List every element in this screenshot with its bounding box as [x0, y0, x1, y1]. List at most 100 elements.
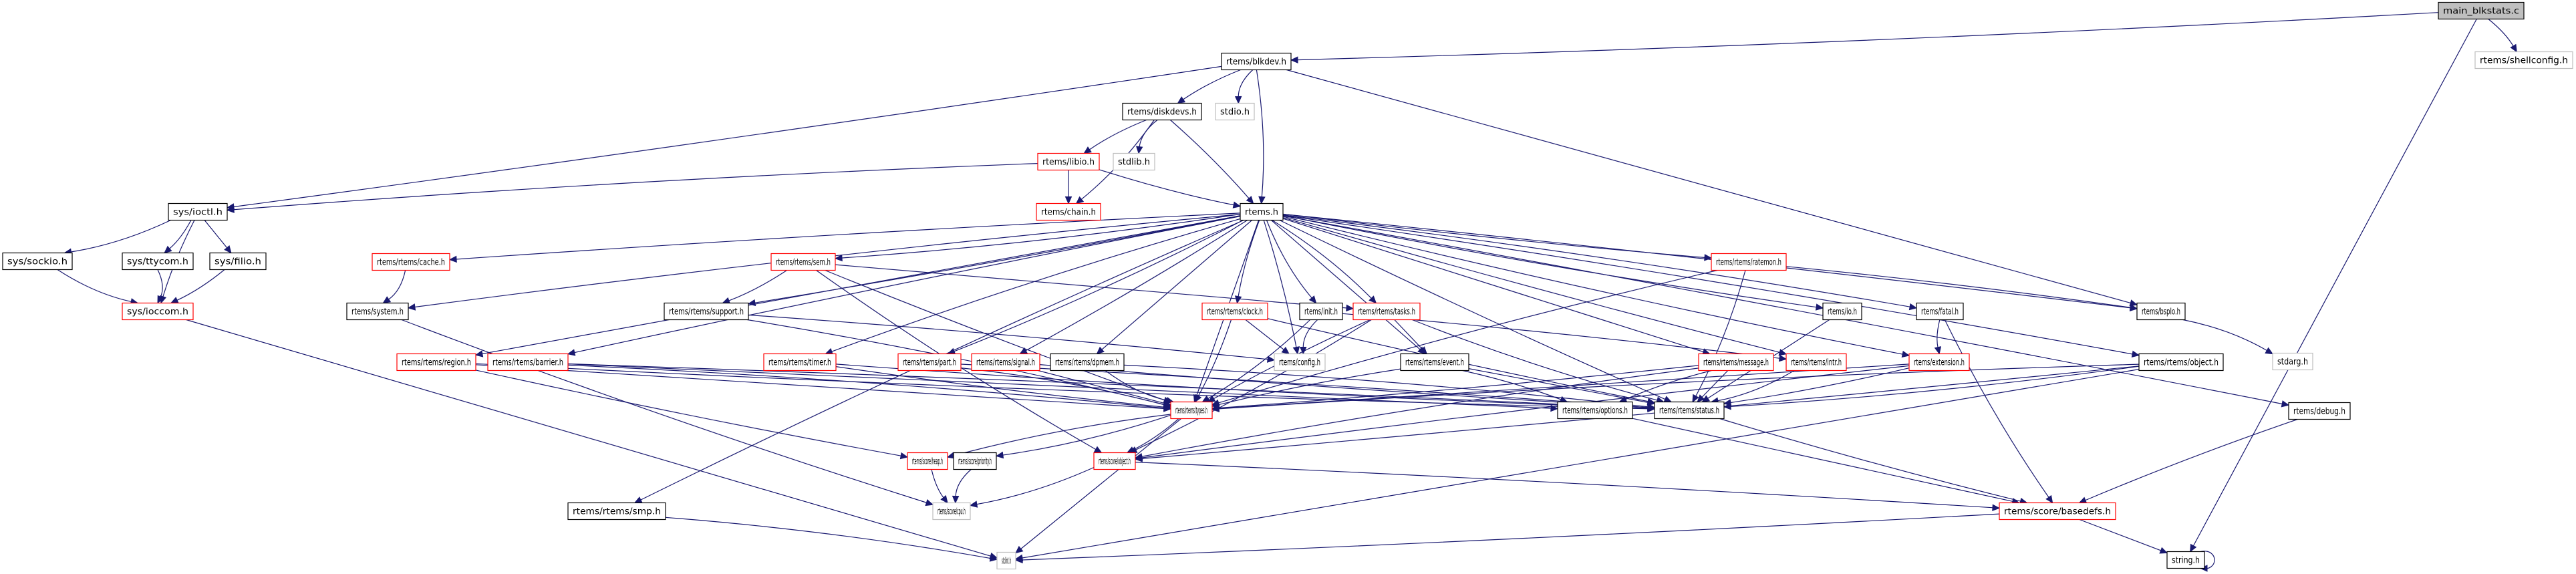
- node-ioctl[interactable]: sys/ioctl.h: [168, 202, 228, 221]
- arrowhead-icon: [474, 350, 484, 357]
- node-box: [1999, 502, 2116, 521]
- node-box: [1557, 401, 1633, 420]
- node-tasks[interactable]: rtems/rtems/tasks.h: [1352, 302, 1421, 321]
- node-barrier[interactable]: rtems/rtems/barrier.h: [487, 353, 569, 372]
- node-debug[interactable]: rtems/debug.h: [2288, 402, 2351, 420]
- edge-clock-to-types: [1194, 319, 1232, 403]
- edge-ioctl-to-ttycom: [164, 220, 192, 254]
- node-extension[interactable]: rtems/extension.h: [1908, 353, 1970, 372]
- arrowhead-icon: [1135, 146, 1143, 154]
- edge-status-to-basedefs: [1719, 418, 2028, 505]
- edge-rtems-to-fatal: [1282, 214, 1918, 311]
- edge-line: [2192, 19, 2477, 547]
- arrowhead-icon: [1083, 146, 1092, 154]
- edge-line: [157, 269, 163, 298]
- node-io[interactable]: rtems/io.h: [1822, 302, 1862, 321]
- node-main-blkstats[interactable]: main_blkstats.c: [2438, 1, 2525, 20]
- node-types[interactable]: rtems/rtems/types.h: [1170, 401, 1213, 420]
- arrowhead-icon: [925, 499, 934, 507]
- node-box: [567, 502, 666, 521]
- node-label: rtems/rtems/barrier.h: [492, 358, 563, 368]
- edge-libio-to-rtems: [1099, 169, 1242, 208]
- node-box: [122, 252, 194, 271]
- node-ttycom[interactable]: sys/ttycom.h: [122, 252, 194, 271]
- edge-line: [1021, 513, 2000, 561]
- node-dpmem[interactable]: rtems/rtems/dpmem.h: [1050, 353, 1125, 372]
- node-libio[interactable]: rtems/libio.h: [1037, 152, 1100, 171]
- node-box: [996, 551, 1016, 570]
- node-options[interactable]: rtems/rtems/options.h: [1557, 401, 1633, 420]
- edge-sockio-to-ioccom: [57, 269, 139, 305]
- edge-line: [748, 314, 1269, 360]
- node-ioccom[interactable]: sys/ioccom.h: [122, 302, 194, 321]
- node-basedefs[interactable]: rtems/score/basedefs.h: [1999, 502, 2116, 521]
- node-region[interactable]: rtems/rtems/region.h: [396, 353, 476, 372]
- edge-ttycom-to-ioccom: [157, 269, 164, 304]
- edge-line: [168, 220, 192, 250]
- edge-cache-to-system: [382, 270, 406, 304]
- node-box: [1201, 302, 1268, 321]
- edge-rtems-to-tasks: [1272, 219, 1377, 304]
- node-string[interactable]: string.h: [2166, 551, 2205, 569]
- node-label: rtems/diskdevs.h: [1127, 108, 1197, 118]
- node-clock[interactable]: rtems/rtems/clock.h: [1201, 302, 1268, 321]
- arrowhead-icon: [1281, 346, 1290, 355]
- node-cache[interactable]: rtems/rtems/cache.h: [372, 253, 450, 271]
- edge-line: [1218, 368, 1401, 406]
- arrowhead-icon: [157, 295, 164, 304]
- arrowhead-icon: [1369, 295, 1377, 304]
- node-smp[interactable]: rtems/rtems/smp.h: [567, 502, 666, 521]
- edge-line: [831, 218, 1241, 352]
- node-event[interactable]: rtems/rtems/event.h: [1400, 353, 1469, 372]
- edge-line: [835, 366, 1165, 408]
- edge-rtems-to-extension: [1282, 216, 1910, 358]
- arrowhead-icon: [989, 555, 998, 562]
- arrowhead-icon: [1064, 196, 1072, 204]
- node-box: [2272, 352, 2313, 371]
- node-label: rtems/rtems/options.h: [1562, 406, 1628, 416]
- node-heap[interactable]: rtems/score/heap.h: [907, 452, 948, 470]
- edge-support-to-config: [748, 314, 1276, 363]
- node-support[interactable]: rtems/rtems/support.h: [664, 302, 749, 321]
- arrowhead-icon: [1647, 399, 1656, 406]
- node-ratemon[interactable]: rtems/rtems/ratemon.h: [1711, 253, 1787, 271]
- edge-types-to-stdint: [1015, 418, 1181, 554]
- edge-object_r-to-types: [1211, 364, 2140, 413]
- node-signal[interactable]: rtems/rtems/signal.h: [971, 353, 1040, 372]
- node-chain[interactable]: rtems/chain.h: [1036, 202, 1101, 221]
- edge-line: [70, 219, 171, 253]
- node-sem[interactable]: rtems/rtems/sem.h: [770, 253, 836, 271]
- edge-line: [1256, 69, 1264, 198]
- node-label: sys/ioctl.h: [173, 208, 223, 218]
- node-sockio[interactable]: sys/sockio.h: [2, 252, 73, 271]
- node-init[interactable]: rtems/init.h: [1299, 302, 1343, 321]
- node-object-s[interactable]: rtems/score/object.h: [1093, 452, 1136, 470]
- node-diskdevs[interactable]: rtems/diskdevs.h: [1122, 102, 1202, 121]
- edge-line: [455, 212, 1241, 260]
- edge-line: [2079, 519, 2162, 551]
- node-message[interactable]: rtems/rtems/message.h: [1698, 353, 1774, 372]
- arrowhead-icon: [226, 206, 235, 213]
- node-intr[interactable]: rtems/rtems/intr.h: [1785, 353, 1847, 372]
- edge-main_blkstats-to-shellconfig: [2488, 19, 2517, 53]
- edge-line: [1141, 365, 1910, 458]
- edge-ioctl-to-sockio: [63, 219, 171, 256]
- arrowhead-icon: [952, 495, 960, 504]
- node-box: [168, 202, 228, 221]
- node-status[interactable]: rtems/rtems/status.h: [1654, 401, 1725, 420]
- node-object-r[interactable]: rtems/rtems/object.h: [2138, 353, 2224, 372]
- node-blkdev[interactable]: rtems/blkdev.h: [1221, 52, 1292, 71]
- node-bsplo[interactable]: rtems/bspIo.h: [2136, 302, 2186, 321]
- edge-line: [1717, 370, 1795, 402]
- node-timer[interactable]: rtems/rtems/timer.h: [763, 353, 837, 372]
- node-part[interactable]: rtems/rtems/part.h: [897, 353, 962, 372]
- node-fatal[interactable]: rtems/fatal.h: [1916, 302, 1964, 321]
- node-rtems[interactable]: rtems.h: [1240, 202, 1284, 221]
- node-system[interactable]: rtems/system.h: [346, 302, 409, 321]
- edge-tasks-to-event: [1394, 319, 1428, 355]
- edge-blkdev-to-rtems: [1256, 69, 1266, 204]
- node-box: [1785, 353, 1847, 372]
- arrowhead-icon: [1308, 295, 1317, 304]
- node-priority[interactable]: rtems/score/priority.h: [953, 452, 997, 470]
- node-filio[interactable]: sys/filio.h: [209, 252, 267, 271]
